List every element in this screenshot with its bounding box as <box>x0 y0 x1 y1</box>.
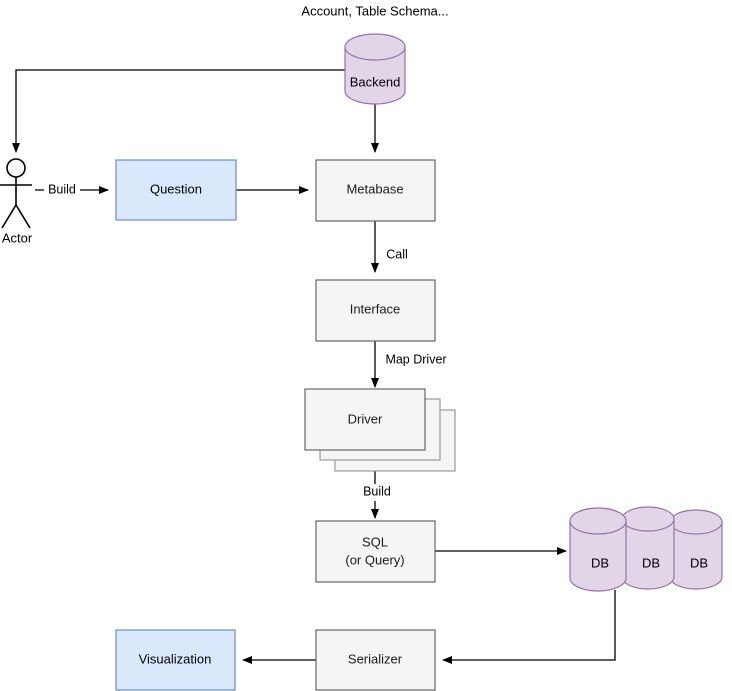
edge-driver-to-sql: Build <box>358 452 396 519</box>
edge-label-map-driver: Map Driver <box>385 352 446 366</box>
node-label-question: Question <box>150 181 202 196</box>
node-label-db-1: DB <box>591 555 609 570</box>
node-actor[interactable]: Actor <box>0 158 33 245</box>
node-label-sql-line2: (or Query) <box>345 552 404 567</box>
node-visualization[interactable]: Visualization <box>115 629 236 691</box>
edge-backend-to-actor <box>12 69 345 153</box>
edge-label-call: Call <box>386 247 408 261</box>
edge-actor-to-question: Build <box>35 181 109 198</box>
node-label-serializer: Serializer <box>348 651 403 666</box>
edge-db-to-serializer <box>442 590 616 664</box>
node-label-db-3: DB <box>690 555 708 570</box>
driver-stack-layer-front <box>304 388 426 451</box>
node-label-driver: Driver <box>348 411 383 426</box>
node-db-1[interactable]: DB <box>569 507 627 592</box>
diagram-caption: Account, Table Schema... <box>301 3 448 18</box>
node-label-metabase: Metabase <box>346 181 403 196</box>
node-db-3[interactable]: DB <box>669 509 723 590</box>
node-label-db-2: DB <box>642 555 660 570</box>
node-driver[interactable]: Driver <box>304 388 456 472</box>
node-backend[interactable]: Backend <box>344 33 406 105</box>
node-metabase[interactable]: Metabase <box>315 159 436 222</box>
node-question[interactable]: Question <box>115 159 237 221</box>
node-db-2[interactable]: DB <box>621 506 675 590</box>
node-sql[interactable]: SQL (or Query) <box>315 520 436 583</box>
node-label-actor: Actor <box>2 230 33 245</box>
node-label-visualization: Visualization <box>139 651 212 666</box>
node-label-backend: Backend <box>350 74 401 89</box>
edge-interface-to-driver: Map Driver <box>371 341 451 388</box>
edge-label-build-actor: Build <box>48 182 76 196</box>
edge-metabase-to-interface: Call <box>371 221 413 273</box>
node-interface[interactable]: Interface <box>315 279 436 342</box>
node-label-interface: Interface <box>350 301 401 316</box>
node-label-sql-line1: SQL <box>362 534 388 549</box>
edge-label-build-sql: Build <box>363 484 391 498</box>
node-serializer[interactable]: Serializer <box>315 629 436 691</box>
